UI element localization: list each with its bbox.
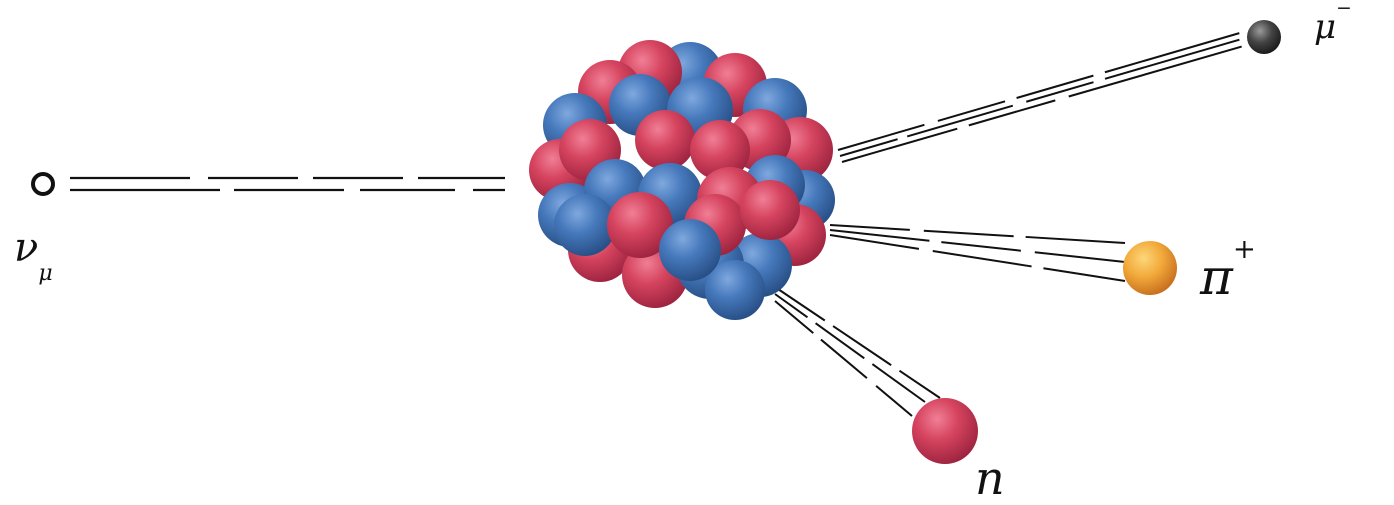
neutron-track	[774, 286, 941, 417]
nucleus	[529, 40, 835, 320]
neutrino-marker	[31, 172, 55, 196]
muon-label: μ−	[1314, 0, 1352, 47]
proton-sphere	[607, 192, 673, 258]
proton-sphere	[740, 180, 800, 240]
muon-particle	[1247, 20, 1281, 54]
muon-track	[837, 29, 1255, 163]
neutron-sphere	[659, 219, 721, 281]
neutron-sphere	[705, 260, 765, 320]
neutron-sphere	[554, 194, 616, 256]
neutron-label: n	[975, 451, 1005, 505]
neutrino-label: νμ	[14, 225, 53, 286]
proton-sphere	[690, 120, 750, 180]
pion-particle	[1123, 241, 1177, 295]
pion-label: π+	[1200, 233, 1256, 306]
proton-sphere	[635, 110, 695, 170]
pion-track	[829, 224, 1126, 282]
neutron-particle	[912, 398, 978, 464]
neutrino-track	[70, 176, 505, 192]
